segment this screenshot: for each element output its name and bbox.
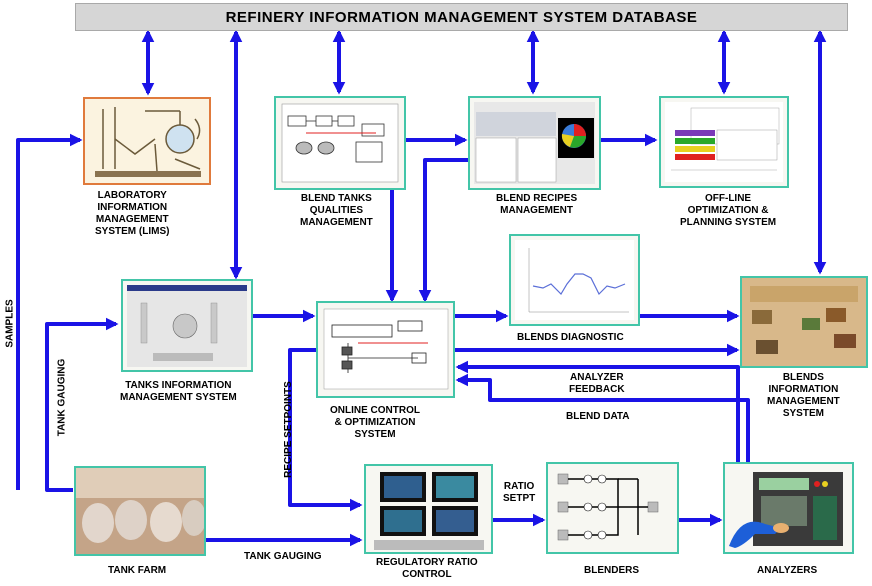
blend-recipes-box [468, 96, 601, 190]
blends-info-screenshot [742, 278, 866, 366]
blend-recipes-screenshot [474, 102, 595, 184]
lims-box [83, 97, 211, 185]
reg-ratio-box [364, 464, 493, 554]
control-monitors-icon [374, 472, 484, 550]
offline-opt-text: OFF-LINE OPTIMIZATION & PLANNING SYSTEM [680, 193, 777, 228]
samples-arrow [16, 133, 83, 490]
analyzer-feedback-arrow [455, 360, 740, 462]
reg-ratio-label: REGULATORY RATIO CONTROL [376, 557, 478, 581]
tank-gauging-horizontal-label: TANK GAUGING [244, 551, 322, 562]
samples-flow-label: SAMPLES [4, 299, 16, 348]
offline-opt-screenshot [665, 102, 783, 182]
blenders-label: BLENDERS [584, 565, 639, 577]
blend-tanks-screenshot [281, 103, 399, 183]
blends-diag-label: BLENDS DIAGNOSTIC [517, 332, 624, 344]
blend-tanks-text: BLEND TANKS QUALITIES MANAGEMENT [300, 193, 373, 228]
blend-data-label: BLEND DATA [566, 411, 630, 422]
blends-info-label: BLENDS INFORMATION MANAGEMENT SYSTEM [767, 372, 840, 420]
database-banner: REFINERY INFORMATION MANAGEMENT SYSTEM D… [75, 3, 848, 31]
tanks-info-text: TANKS INFORMATION MANAGEMENT SYSTEM [120, 380, 237, 403]
tank-gauging-vertical-label: TANK GAUGING [56, 358, 68, 437]
analyzers-box [723, 462, 854, 554]
reg-ratio-text: REGULATORY RATIO CONTROL [376, 557, 478, 580]
analyzer-feedback-text: ANALYZER FEEDBACK [569, 372, 625, 395]
analyzers-text: ANALYZERS [757, 565, 818, 576]
lims-text: LABORATORY INFORMATION MANAGEMENT SYSTEM… [95, 190, 170, 237]
tanks-info-box [121, 279, 253, 372]
blend-tanks-label: BLEND TANKS QUALITIES MANAGEMENT [300, 193, 373, 229]
blend-data-arrow [455, 373, 750, 462]
tank-gauging-arrow [45, 317, 119, 492]
blenders-schematic [557, 473, 659, 541]
blends-info-box [740, 276, 868, 368]
tanks-info-label: TANKS INFORMATION MANAGEMENT SYSTEM [120, 380, 237, 404]
recipes-to-online-arrow [418, 158, 470, 303]
blends-diag-box [509, 234, 640, 326]
blend-recipes-text: BLEND RECIPES MANAGEMENT [496, 193, 578, 216]
ratio-setpt-text: RATIO SETPT [503, 481, 536, 504]
lab-glassware-icon [95, 107, 201, 177]
tank-farm-photo [76, 468, 204, 554]
blend-tanks-box [274, 96, 406, 190]
blenders-box [546, 462, 679, 554]
online-control-box [316, 301, 455, 398]
blend-recipes-label: BLEND RECIPES MANAGEMENT [496, 193, 577, 217]
analyzers-label: ANALYZERS [757, 565, 817, 577]
lims-label: LABORATORY INFORMATION MANAGEMENT SYSTEM… [95, 190, 169, 238]
recipe-setpoints-label: RECIPE SETPOINTS [282, 381, 294, 478]
tanks-info-screenshot [127, 285, 247, 367]
analyzer-operator-icon [729, 472, 843, 548]
offline-opt-label: OFF-LINE OPTIMIZATION & PLANNING SYSTEM [680, 193, 776, 229]
blenders-text: BLENDERS [584, 565, 640, 576]
blends-diag-chart [515, 240, 634, 320]
tank-farm-box [74, 466, 206, 556]
blends-diag-text: BLENDS DIAGNOSTIC [517, 332, 624, 343]
recipe-setpoints-arrow [288, 348, 363, 512]
blends-info-text: BLENDS INFORMATION MANAGEMENT SYSTEM [767, 372, 840, 419]
analyzer-feedback-label: ANALYZER FEEDBACK [569, 372, 625, 396]
ratio-setpt-label: RATIO SETPT [503, 481, 535, 505]
tank-farm-label: TANK FARM [108, 565, 166, 577]
online-control-screenshot [323, 308, 449, 390]
offline-opt-box [659, 96, 789, 188]
online-control-text: ONLINE CONTROL & OPTIMIZATION SYSTEM [330, 405, 420, 440]
online-control-label: ONLINE CONTROL & OPTIMIZATION SYSTEM [330, 405, 420, 441]
tank-farm-text: TANK FARM [108, 565, 167, 576]
